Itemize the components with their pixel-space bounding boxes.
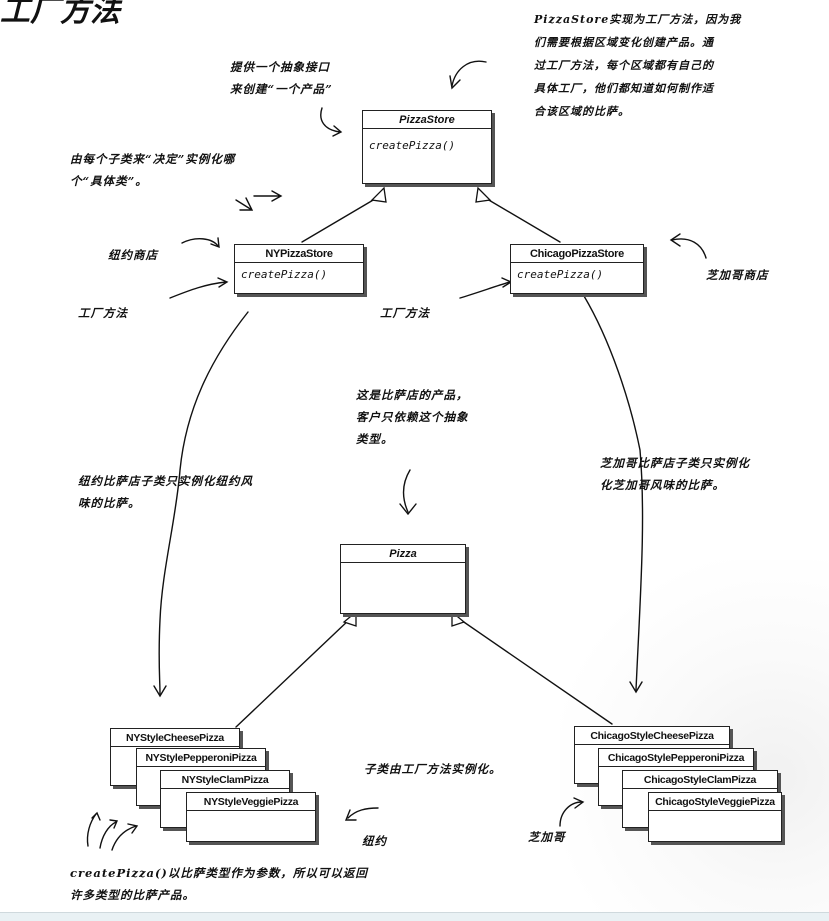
inherit-line-chicago-store xyxy=(481,195,561,243)
ny-pizza-class-name: NYStyleClamPizza xyxy=(161,771,289,789)
nypizzastore-class: NYPizzaStore createPizza() xyxy=(234,244,364,294)
inherit-arrowhead-ny-pizzas xyxy=(342,610,357,627)
note-factory-instantiate: 子类由工厂方法实例化。 xyxy=(364,762,502,776)
chicago-pizza-class-name: ChicagoStylePepperoniPizza xyxy=(599,749,753,767)
note-pizzastore-explain: PizzaStore实现为工厂方法，因为我 们需要根据区域变化创建产品。通 过工… xyxy=(534,13,742,118)
arrow-subclass-decide xyxy=(235,197,254,211)
note-abstract-interface: 提供一个抽象接口 来创建“一个产品” xyxy=(230,60,333,96)
chicagopizzastore-create-method: createPizza() xyxy=(517,268,604,281)
note-factory-method-left: 工厂方法 xyxy=(78,306,128,320)
note-product: 这是比萨店的产品， 客户只依赖这个抽象 类型。 xyxy=(356,388,469,446)
page-bottom-bar xyxy=(0,912,829,921)
chicagopizzastore-class-name: ChicagoPizzaStore xyxy=(511,245,643,263)
pizzastore-class-name: PizzaStore xyxy=(363,111,491,129)
note-ny-subclass: 纽约比萨店子类只实例化纽约风 味的比萨。 xyxy=(78,474,253,510)
inherit-arrowhead-chicago-pizzas xyxy=(451,610,466,627)
inherit-line-ny-store xyxy=(301,195,381,243)
curve-ny-to-ny-pizzas xyxy=(158,311,249,695)
scribble-arrow-3 xyxy=(111,825,137,851)
page-heading: 工厂方法 xyxy=(0,0,120,29)
chicago-pizza-class-name: ChicagoStyleClamPizza xyxy=(623,771,777,789)
arrow-factory-right xyxy=(459,281,511,299)
note-chicago: 芝加哥 xyxy=(528,830,566,844)
chicagopizzastore-class: ChicagoPizzaStore createPizza() xyxy=(510,244,644,294)
inherit-line-ny-pizzas xyxy=(235,617,352,728)
ny-pizza-class-name: NYStyleCheesePizza xyxy=(111,729,239,747)
note-factory-method-right: 工厂方法 xyxy=(380,306,430,320)
arrow-product xyxy=(402,469,411,513)
nypizzastore-create-method: createPizza() xyxy=(241,268,328,281)
chicago-pizza-class-4: ChicagoStyleVeggiePizza xyxy=(648,792,782,842)
inherit-line-chicago-pizzas xyxy=(457,617,613,725)
nypizzastore-class-name: NYPizzaStore xyxy=(235,245,363,263)
note-chicago-store: 芝加哥商店 xyxy=(706,268,769,282)
arrow-chicago-label xyxy=(559,801,583,827)
arrow-ny-label xyxy=(347,807,379,819)
arrow-to-pizzastore-note xyxy=(451,60,487,87)
pizza-class-name: Pizza xyxy=(341,545,465,563)
ny-pizza-class-name: NYStylePepperoniPizza xyxy=(137,749,265,767)
chicago-pizza-class-name: ChicagoStyleCheesePizza xyxy=(575,727,729,745)
inherit-arrowhead-ny-store xyxy=(370,186,387,203)
note-subclass-decide: 由每个子类来“决定”实例化哪 个“具体类”。 xyxy=(70,152,236,188)
pizzastore-create-method: createPizza() xyxy=(369,139,456,152)
pizza-class: Pizza xyxy=(340,544,466,614)
note-bottom: createPizza()以比萨类型作为参数，所以可以返回 许多类型的比萨产品。 xyxy=(70,866,368,902)
chicago-pizza-class-name: ChicagoStyleVeggiePizza xyxy=(649,793,781,811)
arrow-factory-left xyxy=(169,281,227,299)
arrow-ny-store xyxy=(181,238,219,247)
note-ny: 纽约 xyxy=(362,834,387,848)
scribble-arrow-2 xyxy=(99,821,117,849)
inherit-arrowhead-chicago-store xyxy=(475,186,492,203)
note-chicago-subclass: 芝加哥比萨店子类只实例化 化芝加哥风味的比萨。 xyxy=(600,456,750,492)
arrow-abstract-interface xyxy=(320,107,341,133)
note-ny-store: 纽约商店 xyxy=(108,248,158,262)
ny-pizza-class-4: NYStyleVeggiePizza xyxy=(186,792,316,842)
curve-chicago-to-chicago-pizzas xyxy=(583,295,644,691)
ny-pizza-class-name: NYStyleVeggiePizza xyxy=(187,793,315,811)
pizzastore-class: PizzaStore createPizza() xyxy=(362,110,492,184)
scribble-arrow-1 xyxy=(86,813,97,847)
arrow-chicago-store xyxy=(671,238,707,259)
